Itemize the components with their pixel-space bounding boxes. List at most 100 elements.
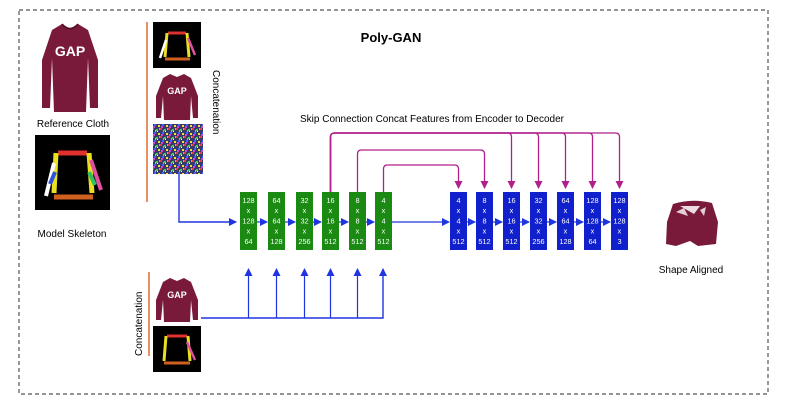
- decoder-block-4-line-2: x: [537, 206, 541, 215]
- decoder-block-7-line-3: 128: [613, 216, 625, 225]
- decoder-block-2-line-3: 8: [482, 216, 486, 225]
- skip-connection-6: [329, 132, 597, 192]
- decoder-block-7-line-1: 128: [613, 196, 625, 205]
- encoder-block-4-line-3: 16: [326, 216, 334, 225]
- decoder-block-6-line-2: x: [591, 206, 595, 215]
- bottom-feed-line: [201, 268, 387, 319]
- bottom-concat-shirt-logo: GAP: [167, 290, 187, 300]
- diagram-title: Poly-GAN: [361, 30, 422, 45]
- decoder-block-1-line-3: 4: [456, 216, 460, 225]
- encoder-block-6-line-1: 4: [381, 196, 385, 205]
- decoder-block-1-line-5: 512: [452, 237, 464, 246]
- top-concat-shirt-logo: GAP: [167, 86, 187, 96]
- encoder-block-5-line-3: 8: [355, 216, 359, 225]
- decoder-block-5-line-3: 64: [561, 216, 569, 225]
- outer-dashed-frame: [18, 9, 769, 395]
- top-concat-skeleton-image: [153, 22, 201, 68]
- encoder-block-1-line-4: x: [247, 227, 251, 236]
- encoder-block-4-line-1: 16: [326, 196, 334, 205]
- decoder-block-4-line-3: 32: [534, 216, 542, 225]
- encoder-block-3-line-1: 32: [300, 196, 308, 205]
- encoder-block-6-line-4: x: [382, 227, 386, 236]
- decoder-block-6-line-1: 128: [586, 196, 598, 205]
- shape-aligned-output-image: [666, 200, 718, 246]
- bottom-concat-cloth-image: GAP: [156, 278, 198, 322]
- decoder-block-3-line-1: 16: [507, 196, 515, 205]
- decoder-block-4-line-1: 32: [534, 196, 542, 205]
- decoder-block-2-line-5: 512: [478, 237, 490, 246]
- skip-connection-1: [382, 164, 463, 192]
- decoder-block-3-line-4: x: [510, 227, 514, 236]
- bottom-concat-skeleton-image: [153, 326, 201, 372]
- decoder-block-7-line-5: 3: [617, 237, 621, 246]
- skip-connection-2: [356, 149, 489, 192]
- encoder-block-2-line-3: 64: [272, 216, 280, 225]
- encoder-block-1-line-1: 128: [242, 196, 254, 205]
- encoder-block-4-line-4: x: [329, 227, 333, 236]
- encoder-block-5-line-2: x: [356, 206, 360, 215]
- decoder-block-3-line-3: 16: [507, 216, 515, 225]
- top-concat-masked-cloth-image: GAP: [156, 74, 198, 120]
- bottom-feed-arrows: [244, 268, 362, 318]
- skip-connection-5: [329, 132, 570, 192]
- encoder-block-3-line-3: 32: [300, 216, 308, 225]
- decoder-block-6-line-3: 128: [586, 216, 598, 225]
- encoder-block-5-line-5: 512: [351, 237, 363, 246]
- encoder-block-1-line-3: 128: [242, 216, 254, 225]
- model-skeleton-image: [35, 135, 110, 210]
- encoder-block-2-line-1: 64: [272, 196, 280, 205]
- skip-connection-label: Skip Connection Concat Features from Enc…: [300, 114, 565, 125]
- decoder-block-1-line-2: x: [457, 206, 461, 215]
- decoder-block-3-line-2: x: [510, 206, 514, 215]
- decoder-block-5-line-4: x: [564, 227, 568, 236]
- reference-cloth-image: GAP: [42, 23, 98, 112]
- decoder-block-1-line-1: 4: [456, 196, 460, 205]
- shirt-logo-text: GAP: [55, 43, 85, 59]
- decoder-block-5-line-2: x: [564, 206, 568, 215]
- concatenation-bottom-label: Concatenation: [134, 292, 145, 357]
- encoder-block-2-line-2: x: [275, 206, 279, 215]
- encoder-block-4-line-5: 512: [324, 237, 336, 246]
- top-input-arrow: [178, 174, 237, 226]
- decoder-block-7-line-2: x: [618, 206, 622, 215]
- decoder-block-5-line-5: 128: [559, 237, 571, 246]
- encoder-block-6-line-3: 4: [381, 216, 385, 225]
- decoder-block-6-line-5: 64: [588, 237, 596, 246]
- encoder-block-1-line-2: x: [247, 206, 251, 215]
- skip-connection-7: [329, 132, 624, 192]
- skip-connections: [329, 132, 624, 192]
- encoder-block-4-line-2: x: [329, 206, 333, 215]
- reference-cloth-label: Reference Cloth: [37, 119, 109, 130]
- decoder-block-4-line-5: 256: [532, 237, 544, 246]
- encoder-block-5-line-4: x: [356, 227, 360, 236]
- decoder: 4x4x5128x8x51216x16x51232x32x25664x64x12…: [450, 192, 628, 250]
- encoder: 128x128x6464x64x12832x32x25616x16x5128x8…: [240, 192, 392, 250]
- encoder-block-3-line-2: x: [303, 206, 307, 215]
- decoder-block-3-line-5: 512: [505, 237, 517, 246]
- decoder-block-6-line-4: x: [591, 227, 595, 236]
- encoder-block-3-line-5: 256: [298, 237, 310, 246]
- decoder-block-7-line-4: x: [618, 227, 622, 236]
- decoder-block-2-line-1: 8: [482, 196, 486, 205]
- encoder-block-1-line-5: 64: [244, 237, 252, 246]
- decoder-block-1-line-4: x: [457, 227, 461, 236]
- encoder-block-5-line-1: 8: [355, 196, 359, 205]
- decoder-block-2-line-2: x: [483, 206, 487, 215]
- skip-connection-4: [329, 132, 543, 192]
- decoder-block-4-line-4: x: [537, 227, 541, 236]
- decoder-block-2-line-4: x: [483, 227, 487, 236]
